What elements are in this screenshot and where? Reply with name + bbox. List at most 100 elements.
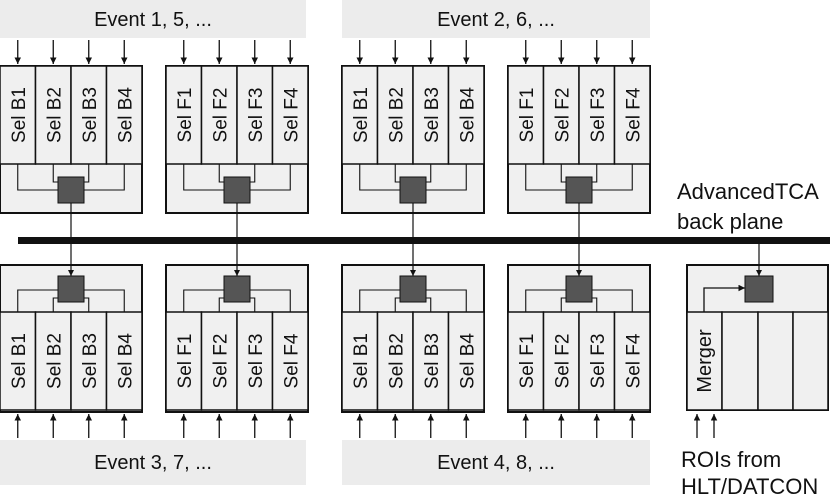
merger-empty-slot: [757, 311, 794, 411]
slot-link: [84, 164, 125, 191]
selector-slot-label: Sel F4: [623, 87, 644, 142]
event-band-1: [0, 0, 306, 38]
selector-slot-label: Sel B4: [457, 333, 478, 389]
merger-slot: [686, 311, 723, 411]
selector-slot-label: Sel B3: [80, 87, 101, 143]
slot-link: [359, 289, 400, 312]
backplane-label-line1: AdvancedTCA: [677, 179, 819, 204]
board-switch: [399, 275, 427, 303]
slot-link: [359, 164, 400, 191]
selector-slot-label: Sel B2: [44, 87, 65, 143]
slot-link: [426, 289, 467, 312]
selector-slot-label: Sel B2: [386, 333, 407, 389]
slot-link: [525, 289, 566, 312]
selector-slot-label: Sel F1: [517, 334, 538, 389]
selector-slot-label: Sel F3: [246, 88, 267, 143]
selector-slot: [70, 311, 108, 411]
event-band-4: [342, 440, 650, 485]
board-switch: [223, 176, 251, 204]
merger-board: Merger: [686, 244, 829, 411]
selector-slot: [412, 311, 450, 411]
selector-slot: [447, 65, 485, 165]
bottom-board-1: Sel B1 Sel B2 Sel B3 Sel B4: [0, 244, 143, 438]
event-band-1-label: Event 1, 5, ...: [94, 9, 212, 31]
selector-slot: [70, 65, 108, 165]
selector-slot: [236, 311, 274, 411]
backplane-bus: [18, 237, 830, 244]
board-switch: [565, 176, 593, 204]
selector-slot: [447, 311, 485, 411]
merger-label: Merger: [694, 329, 716, 393]
selector-slot-label: Sel F1: [175, 334, 196, 389]
selector-slot-label: Sel B4: [115, 87, 136, 143]
selector-slot-label: Sel F4: [281, 333, 302, 388]
selector-slot-label: Sel B3: [80, 333, 101, 389]
slot-link: [84, 289, 125, 312]
slot-link: [183, 164, 224, 191]
selector-slot-label: Sel B3: [422, 87, 443, 143]
merger-link: [703, 284, 745, 312]
selector-slot: [271, 65, 309, 165]
top-board-4: Sel F1 Sel F2 Sel F3 Sel F4: [507, 40, 651, 237]
selector-slot-label: Sel F4: [623, 333, 644, 388]
slot-link: [592, 164, 633, 191]
selector-slot-label: Sel F4: [281, 87, 302, 142]
selector-slot-label: Sel B2: [44, 333, 65, 389]
selector-slot: [34, 65, 72, 165]
selector-slot: [542, 65, 580, 165]
board-switch: [223, 275, 251, 303]
selector-slot-label: Sel F2: [552, 88, 573, 143]
slot-link: [592, 289, 633, 312]
top-board-1: Sel B1 Sel B2 Sel B3 Sel B4: [0, 40, 143, 237]
event-band-3: [0, 440, 306, 485]
top-board-3: Sel B1 Sel B2 Sel B3 Sel B4: [341, 40, 485, 237]
selector-slot: [578, 311, 616, 411]
selector-slot: [34, 311, 72, 411]
selector-slot-label: Sel B3: [422, 333, 443, 389]
selector-slot: [613, 65, 651, 165]
slot-link: [250, 164, 291, 191]
selector-slot-label: Sel B1: [351, 87, 372, 143]
selector-slot: [613, 311, 651, 411]
board-switch: [57, 275, 85, 303]
selector-slot-label: Sel F3: [588, 88, 609, 143]
selector-slot-label: Sel B1: [351, 333, 372, 389]
event-band-2-label: Event 2, 6, ...: [437, 9, 555, 31]
selector-slot-label: Sel B1: [9, 87, 30, 143]
selector-slot-label: Sel F1: [175, 88, 196, 143]
bottom-board-4: Sel F1 Sel F2 Sel F3 Sel F4: [507, 244, 651, 438]
selector-slot-label: Sel B4: [457, 87, 478, 143]
selector-slot-label: Sel F3: [588, 334, 609, 389]
event-band-4-label: Event 4, 8, ...: [437, 452, 555, 474]
bottom-board-2: Sel F1 Sel F2 Sel F3 Sel F4: [165, 244, 309, 438]
selector-slot: [105, 65, 143, 165]
selector-slot-label: Sel F2: [210, 88, 231, 143]
slot-link: [17, 289, 58, 312]
selector-slot: [200, 311, 238, 411]
rois-label-line2: HLT/DATCON: [681, 474, 818, 498]
backplane-label-line2: back plane: [677, 209, 783, 234]
selector-slot-label: Sel F1: [517, 88, 538, 143]
selector-slot: [376, 65, 414, 165]
event-band-3-label: Event 3, 7, ...: [94, 452, 212, 474]
selector-slot: [0, 65, 37, 165]
merger-empty-slot: [792, 311, 829, 411]
board-switch: [565, 275, 593, 303]
selector-slot-label: Sel F3: [246, 334, 267, 389]
rois-label-line1: ROIs from: [681, 447, 781, 472]
selector-slot: [165, 65, 203, 165]
selector-slot: [507, 65, 545, 165]
selector-slot-label: Sel B4: [115, 333, 136, 389]
slot-link: [183, 289, 224, 312]
selector-slot-label: Sel B2: [386, 87, 407, 143]
slot-link: [250, 289, 291, 312]
selector-slot-label: Sel B1: [9, 333, 30, 389]
selector-slot-label: Sel F2: [210, 334, 231, 389]
selector-slot-label: Sel F2: [552, 334, 573, 389]
slot-link: [17, 164, 58, 191]
bottom-board-3: Sel B1 Sel B2 Sel B3 Sel B4: [341, 244, 485, 438]
board-switch: [399, 176, 427, 204]
board-switch: [57, 176, 85, 204]
